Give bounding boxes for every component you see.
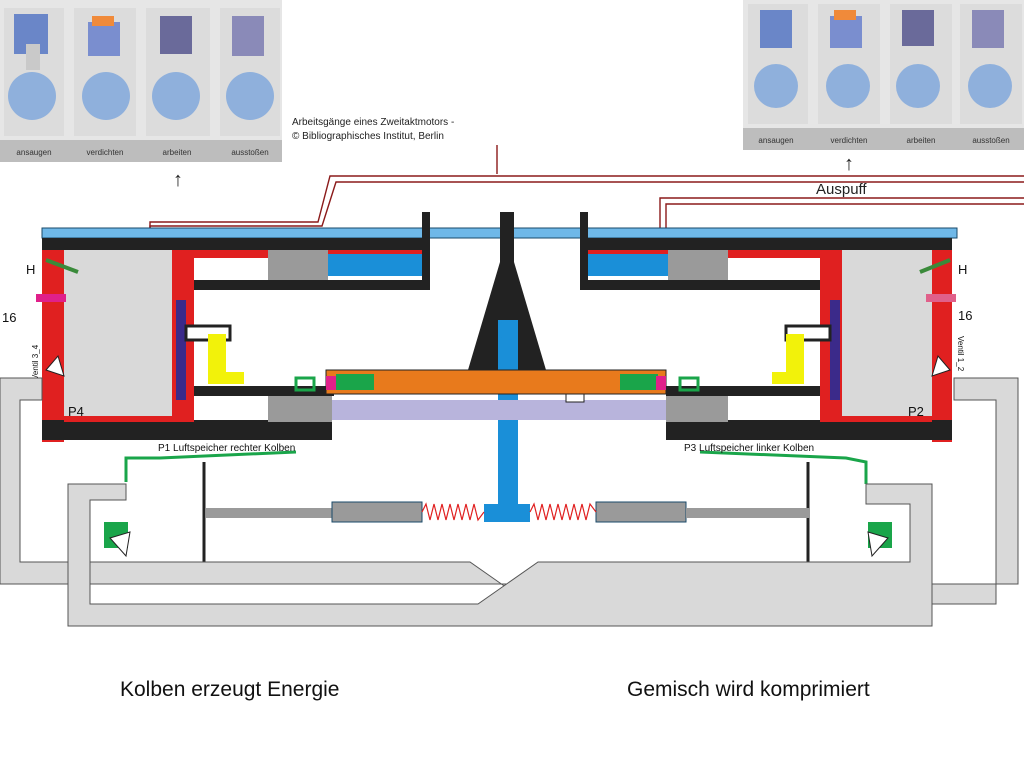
- top-bar: [41, 227, 958, 239]
- right-cylinder: [580, 212, 956, 442]
- thumb-left-1: [4, 8, 64, 136]
- bottom-label-left: Kolben erzeugt Energie: [120, 678, 340, 701]
- valve-box-right: [867, 522, 892, 558]
- thumbnail-strip-left: ansaugen verdichten arbeiten ausstoßen: [0, 0, 282, 162]
- h-label-left: H: [26, 262, 35, 277]
- thumbnail-strip-right: ansaugen verdichten arbeiten ausstoßen: [743, 0, 1024, 150]
- thumb-right-1: [748, 4, 808, 124]
- exhaust-pipes: [149, 145, 1024, 232]
- thumb-left-label-4: ausstoßen: [231, 148, 268, 157]
- num-label-right: 16: [958, 308, 972, 323]
- p3-label: P3 Luftspeicher linker Kolben: [684, 443, 814, 454]
- spring-assembly: [206, 501, 810, 523]
- up-arrow-right: ↑: [844, 153, 854, 175]
- thumb-left-label-2: verdichten: [87, 148, 124, 157]
- ventil-label-right: Ventil 1_2: [956, 336, 965, 372]
- thumb-right-3: [890, 4, 952, 124]
- h-label-right: H: [958, 262, 967, 277]
- up-arrow-left: ↑: [173, 169, 183, 191]
- caption-line-2: © Bibliographisches Institut, Berlin: [292, 131, 444, 142]
- thumb-right-4: [960, 4, 1022, 124]
- left-cylinder: [36, 212, 430, 442]
- p1-label: P1 Luftspeicher rechter Kolben: [158, 443, 295, 454]
- valve-box-left: [104, 522, 131, 558]
- num-label-left: 16: [2, 310, 16, 325]
- p4-label: P4: [68, 404, 84, 419]
- air-ducts: [0, 377, 1019, 627]
- thumb-left-2: [74, 8, 136, 136]
- thumb-right-2: [818, 4, 880, 124]
- ventil-label-left: Ventil 3_4: [31, 344, 40, 380]
- thumb-left-label-3: arbeiten: [163, 148, 192, 157]
- bottom-label-right: Gemisch wird komprimiert: [627, 678, 870, 701]
- caption-line-1: Arbeitsgänge eines Zweitaktmotors -: [292, 117, 454, 128]
- thumb-left-3: [146, 8, 210, 136]
- p2-label: P2: [908, 404, 924, 419]
- thumb-right-label-3: arbeiten: [907, 136, 936, 145]
- auspuff-label: Auspuff: [816, 181, 867, 198]
- thumb-left-label-1: ansaugen: [16, 148, 51, 157]
- thumb-right-label-4: ausstoßen: [972, 136, 1009, 145]
- thumb-right-label-1: ansaugen: [758, 136, 793, 145]
- thumb-left-4: [220, 8, 280, 136]
- thumb-right-label-2: verdichten: [831, 136, 868, 145]
- center-mechanism: [294, 212, 700, 522]
